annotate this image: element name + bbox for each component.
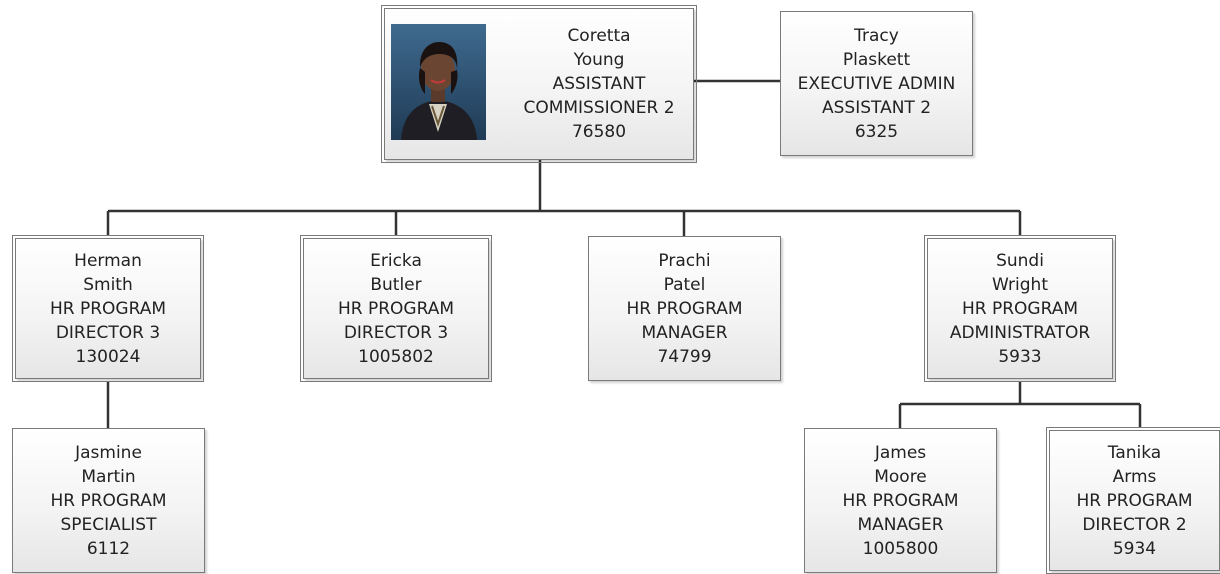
profile-photo bbox=[391, 24, 486, 140]
job-title-line2: DIRECTOR 3 bbox=[55, 322, 161, 343]
job-title-line1: HR PROGRAM bbox=[49, 298, 167, 319]
last-name: Young bbox=[573, 50, 625, 70]
job-title-line2: COMMISSIONER 2 bbox=[523, 98, 675, 118]
last-name: Martin bbox=[81, 466, 136, 487]
last-name: Smith bbox=[83, 274, 133, 295]
org-node-tracy-plaskett[interactable]: Tracy Plaskett EXECUTIVE ADMIN ASSISTANT… bbox=[780, 11, 973, 156]
org-node-jasmine-martin[interactable]: Jasmine Martin HR PROGRAM SPECIALIST 611… bbox=[12, 428, 205, 573]
position-id: 1005800 bbox=[862, 538, 939, 559]
job-title-line1: HR PROGRAM bbox=[337, 298, 455, 319]
first-name: Herman bbox=[74, 250, 142, 271]
last-name: Arms bbox=[1112, 466, 1157, 487]
last-name: Butler bbox=[370, 274, 422, 295]
position-id: 130024 bbox=[75, 346, 141, 367]
first-name: James bbox=[874, 442, 927, 463]
org-node-herman-smith[interactable]: Herman Smith HR PROGRAM DIRECTOR 3 13002… bbox=[12, 235, 204, 382]
last-name: Plaskett bbox=[842, 49, 911, 70]
last-name: Moore bbox=[874, 466, 927, 487]
org-node-tanika-arms[interactable]: Tanika Arms HR PROGRAM DIRECTOR 2 5934 bbox=[1046, 427, 1220, 574]
org-node-sundi-wright[interactable]: Sundi Wright HR PROGRAM ADMINISTRATOR 59… bbox=[924, 235, 1116, 382]
job-title-line1: HR PROGRAM bbox=[1076, 490, 1193, 511]
org-node-prachi-patel[interactable]: Prachi Patel HR PROGRAM MANAGER 74799 bbox=[588, 236, 781, 381]
org-node-james-moore[interactable]: James Moore HR PROGRAM MANAGER 1005800 bbox=[804, 428, 997, 573]
position-id: 6112 bbox=[86, 538, 131, 559]
job-title-line2: ASSISTANT 2 bbox=[821, 97, 932, 118]
job-title-line2: ADMINISTRATOR bbox=[949, 322, 1091, 343]
job-title-line2: MANAGER bbox=[857, 514, 944, 535]
position-id: 5933 bbox=[998, 346, 1042, 367]
org-node-ericka-butler[interactable]: Ericka Butler HR PROGRAM DIRECTOR 3 1005… bbox=[300, 235, 492, 382]
position-id: 76580 bbox=[571, 122, 627, 142]
last-name: Wright bbox=[992, 274, 1048, 295]
position-id: 74799 bbox=[657, 346, 712, 367]
job-title-line1: ASSISTANT bbox=[552, 74, 646, 94]
first-name: Jasmine bbox=[75, 442, 142, 463]
job-title-line2: MANAGER bbox=[641, 322, 728, 343]
job-title-line1: EXECUTIVE ADMIN bbox=[797, 73, 956, 94]
position-id: 6325 bbox=[854, 121, 899, 142]
first-name: Sundi bbox=[996, 250, 1044, 271]
first-name: Coretta bbox=[567, 26, 631, 46]
job-title-line2: SPECIALIST bbox=[60, 514, 157, 535]
first-name: Ericka bbox=[370, 250, 422, 271]
job-title-line1: HR PROGRAM bbox=[961, 298, 1079, 319]
first-name: Prachi bbox=[658, 250, 711, 271]
org-node-coretta-young[interactable]: Coretta Young ASSISTANT COMMISSIONER 2 7… bbox=[381, 5, 697, 163]
first-name: Tanika bbox=[1107, 442, 1162, 463]
first-name: Tracy bbox=[854, 25, 899, 46]
position-id: 1005802 bbox=[358, 346, 434, 367]
job-title-line2: DIRECTOR 2 bbox=[1082, 514, 1187, 535]
position-id: 5934 bbox=[1112, 538, 1157, 559]
job-title-line2: DIRECTOR 3 bbox=[343, 322, 449, 343]
job-title-line1: HR PROGRAM bbox=[50, 490, 167, 511]
job-title-line1: HR PROGRAM bbox=[626, 298, 743, 319]
last-name: Patel bbox=[663, 274, 706, 295]
job-title-line1: HR PROGRAM bbox=[842, 490, 959, 511]
